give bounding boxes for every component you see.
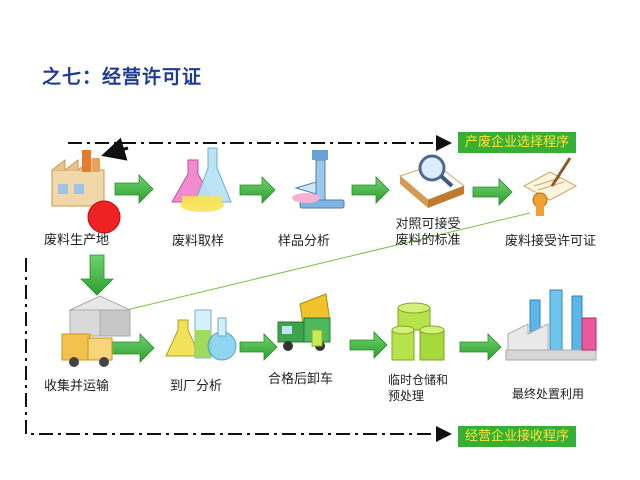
lab-beaker-icon	[165, 309, 237, 361]
step-label-acceptance-standard-line1: 对照可接受	[395, 217, 461, 232]
flow-arrow-8	[459, 333, 502, 361]
slide-title: 之七：经营许可证	[42, 66, 203, 88]
dash-dot-boundary-bottom	[25, 258, 452, 442]
step-label-final-disposal: 最终处置利用	[512, 387, 585, 401]
step-label-collect-transport: 收集并运输	[44, 379, 110, 394]
selection-procedure-tag: 产废企业选择程序	[458, 132, 577, 153]
step-label-arrival-analysis: 到厂分析	[170, 379, 223, 394]
step-label-acceptance-standard-line2: 废料的标准	[395, 233, 461, 248]
receiving-procedure-tag: 经营企业接收程序	[458, 426, 577, 447]
step-label-storage-pretreatment-line2: 预处理	[388, 389, 425, 403]
red-marker-dot	[87, 200, 121, 234]
step-label-waste-source: 废料生产地	[44, 233, 110, 248]
flasks-icon	[171, 147, 232, 212]
step-label-acceptance-permit: 废料接受许可证	[505, 234, 597, 249]
flow-arrow-1	[114, 174, 154, 204]
dump-truck-icon	[277, 293, 331, 351]
magnifier-document-icon	[399, 154, 465, 208]
flow-arrow-3	[351, 176, 390, 204]
flow-arrow-4	[472, 178, 513, 206]
flow-arrow-down	[80, 254, 114, 296]
step-label-sample-analysis: 样品分析	[278, 234, 331, 249]
delivery-truck-icon	[61, 295, 132, 367]
permit-document-icon	[522, 157, 578, 216]
microscope-icon	[292, 150, 345, 209]
storage-tanks-icon	[391, 302, 445, 361]
step-label-acceptance-standard: 对照可接受 废料的标准	[388, 217, 468, 249]
factory-icon	[51, 150, 105, 207]
step-label-unload: 合格后卸车	[268, 372, 334, 387]
back-arrow-small	[101, 137, 129, 161]
flow-arrow-5	[111, 333, 155, 363]
flow-arrow-2	[239, 176, 276, 204]
step-label-storage-pretreatment-line1: 临时仓储和	[388, 373, 449, 387]
flow-arrow-7	[349, 331, 388, 359]
step-label-sampling: 废料取样	[172, 234, 225, 249]
return-line	[117, 212, 531, 315]
flow-arrow-6	[239, 333, 278, 361]
industrial-plant-icon	[505, 289, 597, 361]
step-label-storage-pretreatment: 临时仓储和 预处理	[388, 372, 448, 404]
